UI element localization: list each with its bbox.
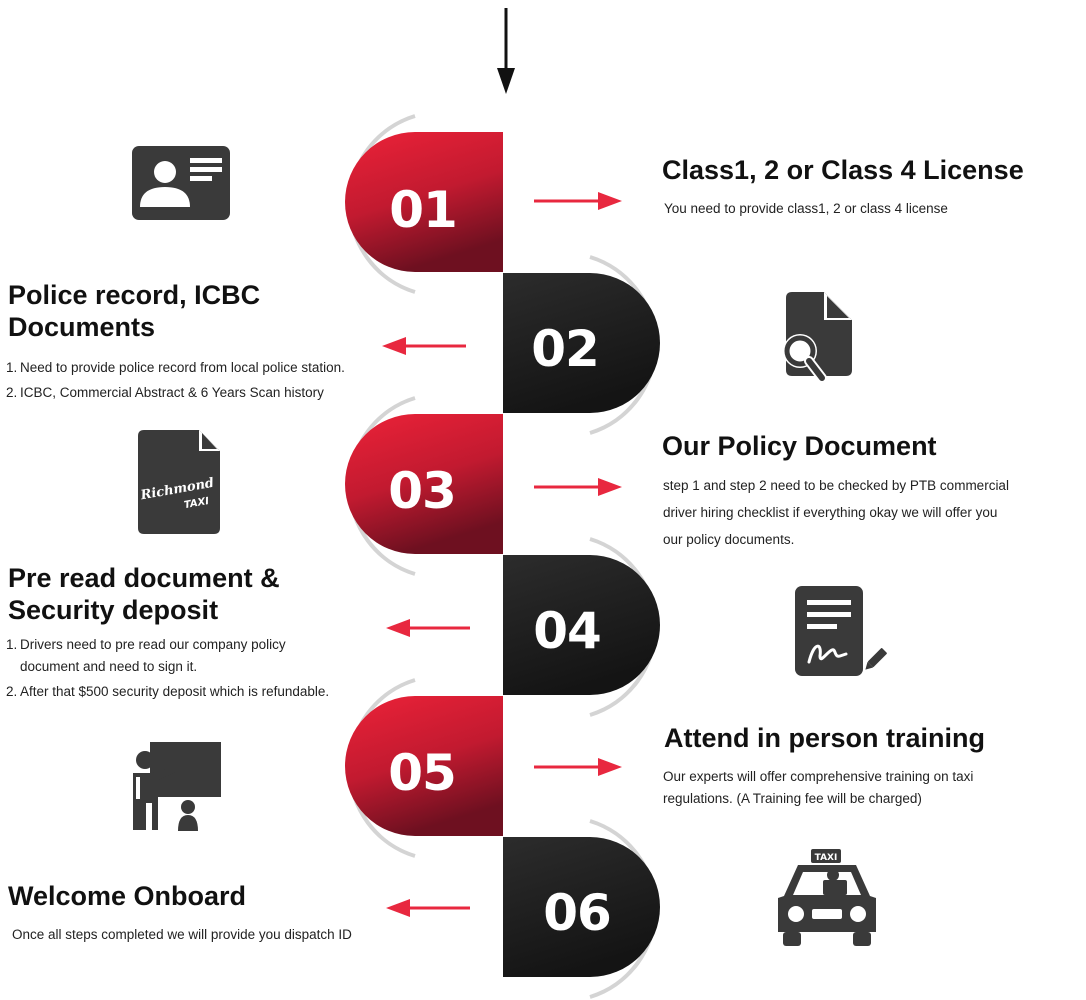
training-presentation-icon <box>133 742 221 831</box>
step-03-title: Our Policy Document <box>662 431 937 461</box>
signed-document-icon <box>795 586 887 676</box>
step-06-shape <box>503 837 660 977</box>
step-03-shape <box>345 414 503 554</box>
step-01-title: Class1, 2 or Class 4 License <box>662 155 1024 185</box>
list-item: 2.After that $500 security deposit which… <box>6 684 330 699</box>
step-02-number: 02 <box>531 320 599 378</box>
arrow-left-icon <box>382 337 466 355</box>
step-06-number: 06 <box>543 884 611 942</box>
step-02-list: 1.Need to provide police record from loc… <box>6 355 376 405</box>
step-01-number: 01 <box>389 181 457 239</box>
step-05-title: Attend in person training <box>664 723 985 753</box>
step-03-number: 03 <box>388 462 456 520</box>
taxi-car-icon: TAXI <box>778 849 876 946</box>
step-04-number: 04 <box>533 602 601 660</box>
down-arrow-icon <box>497 8 515 94</box>
taxi-sign-text: TAXI <box>815 853 838 863</box>
arrow-right-icon <box>534 192 622 210</box>
step-01-description: You need to provide class1, 2 or class 4… <box>664 201 948 216</box>
list-item: 2.ICBC, Commercial Abstract & 6 Years Sc… <box>6 385 324 400</box>
step-05-shape <box>345 696 503 836</box>
step-01-shape <box>345 132 503 272</box>
step-06-description: Once all steps completed we will provide… <box>12 927 352 942</box>
arrow-right-icon <box>534 478 622 496</box>
step-05-number: 05 <box>388 744 456 802</box>
step-04-title: Pre read document & Security deposit <box>8 563 280 625</box>
arrow-left-icon <box>386 619 470 637</box>
step-03-description: step 1 and step 2 need to be checked by … <box>663 478 1009 547</box>
document-search-icon <box>783 292 852 383</box>
step-02-shape <box>503 273 660 413</box>
step-02-title: Police record, ICBC Documents <box>8 280 261 342</box>
step-04-shape <box>503 555 660 695</box>
arrow-left-icon <box>386 899 470 917</box>
step-04-list: 1.Drivers need to pre read our company p… <box>6 634 356 703</box>
list-item: 1.Need to provide police record from loc… <box>6 360 345 375</box>
logo-text-taxi: TAXI <box>183 496 210 511</box>
step-06-title: Welcome Onboard <box>8 881 247 911</box>
list-item: 1.Drivers need to pre read our company p… <box>6 637 286 674</box>
id-card-icon <box>132 146 230 220</box>
richmond-taxi-document-icon: Richmond TAXI <box>138 430 220 534</box>
step-05-description: Our experts will offer comprehensive tra… <box>663 769 974 806</box>
arrow-right-icon <box>534 758 622 776</box>
